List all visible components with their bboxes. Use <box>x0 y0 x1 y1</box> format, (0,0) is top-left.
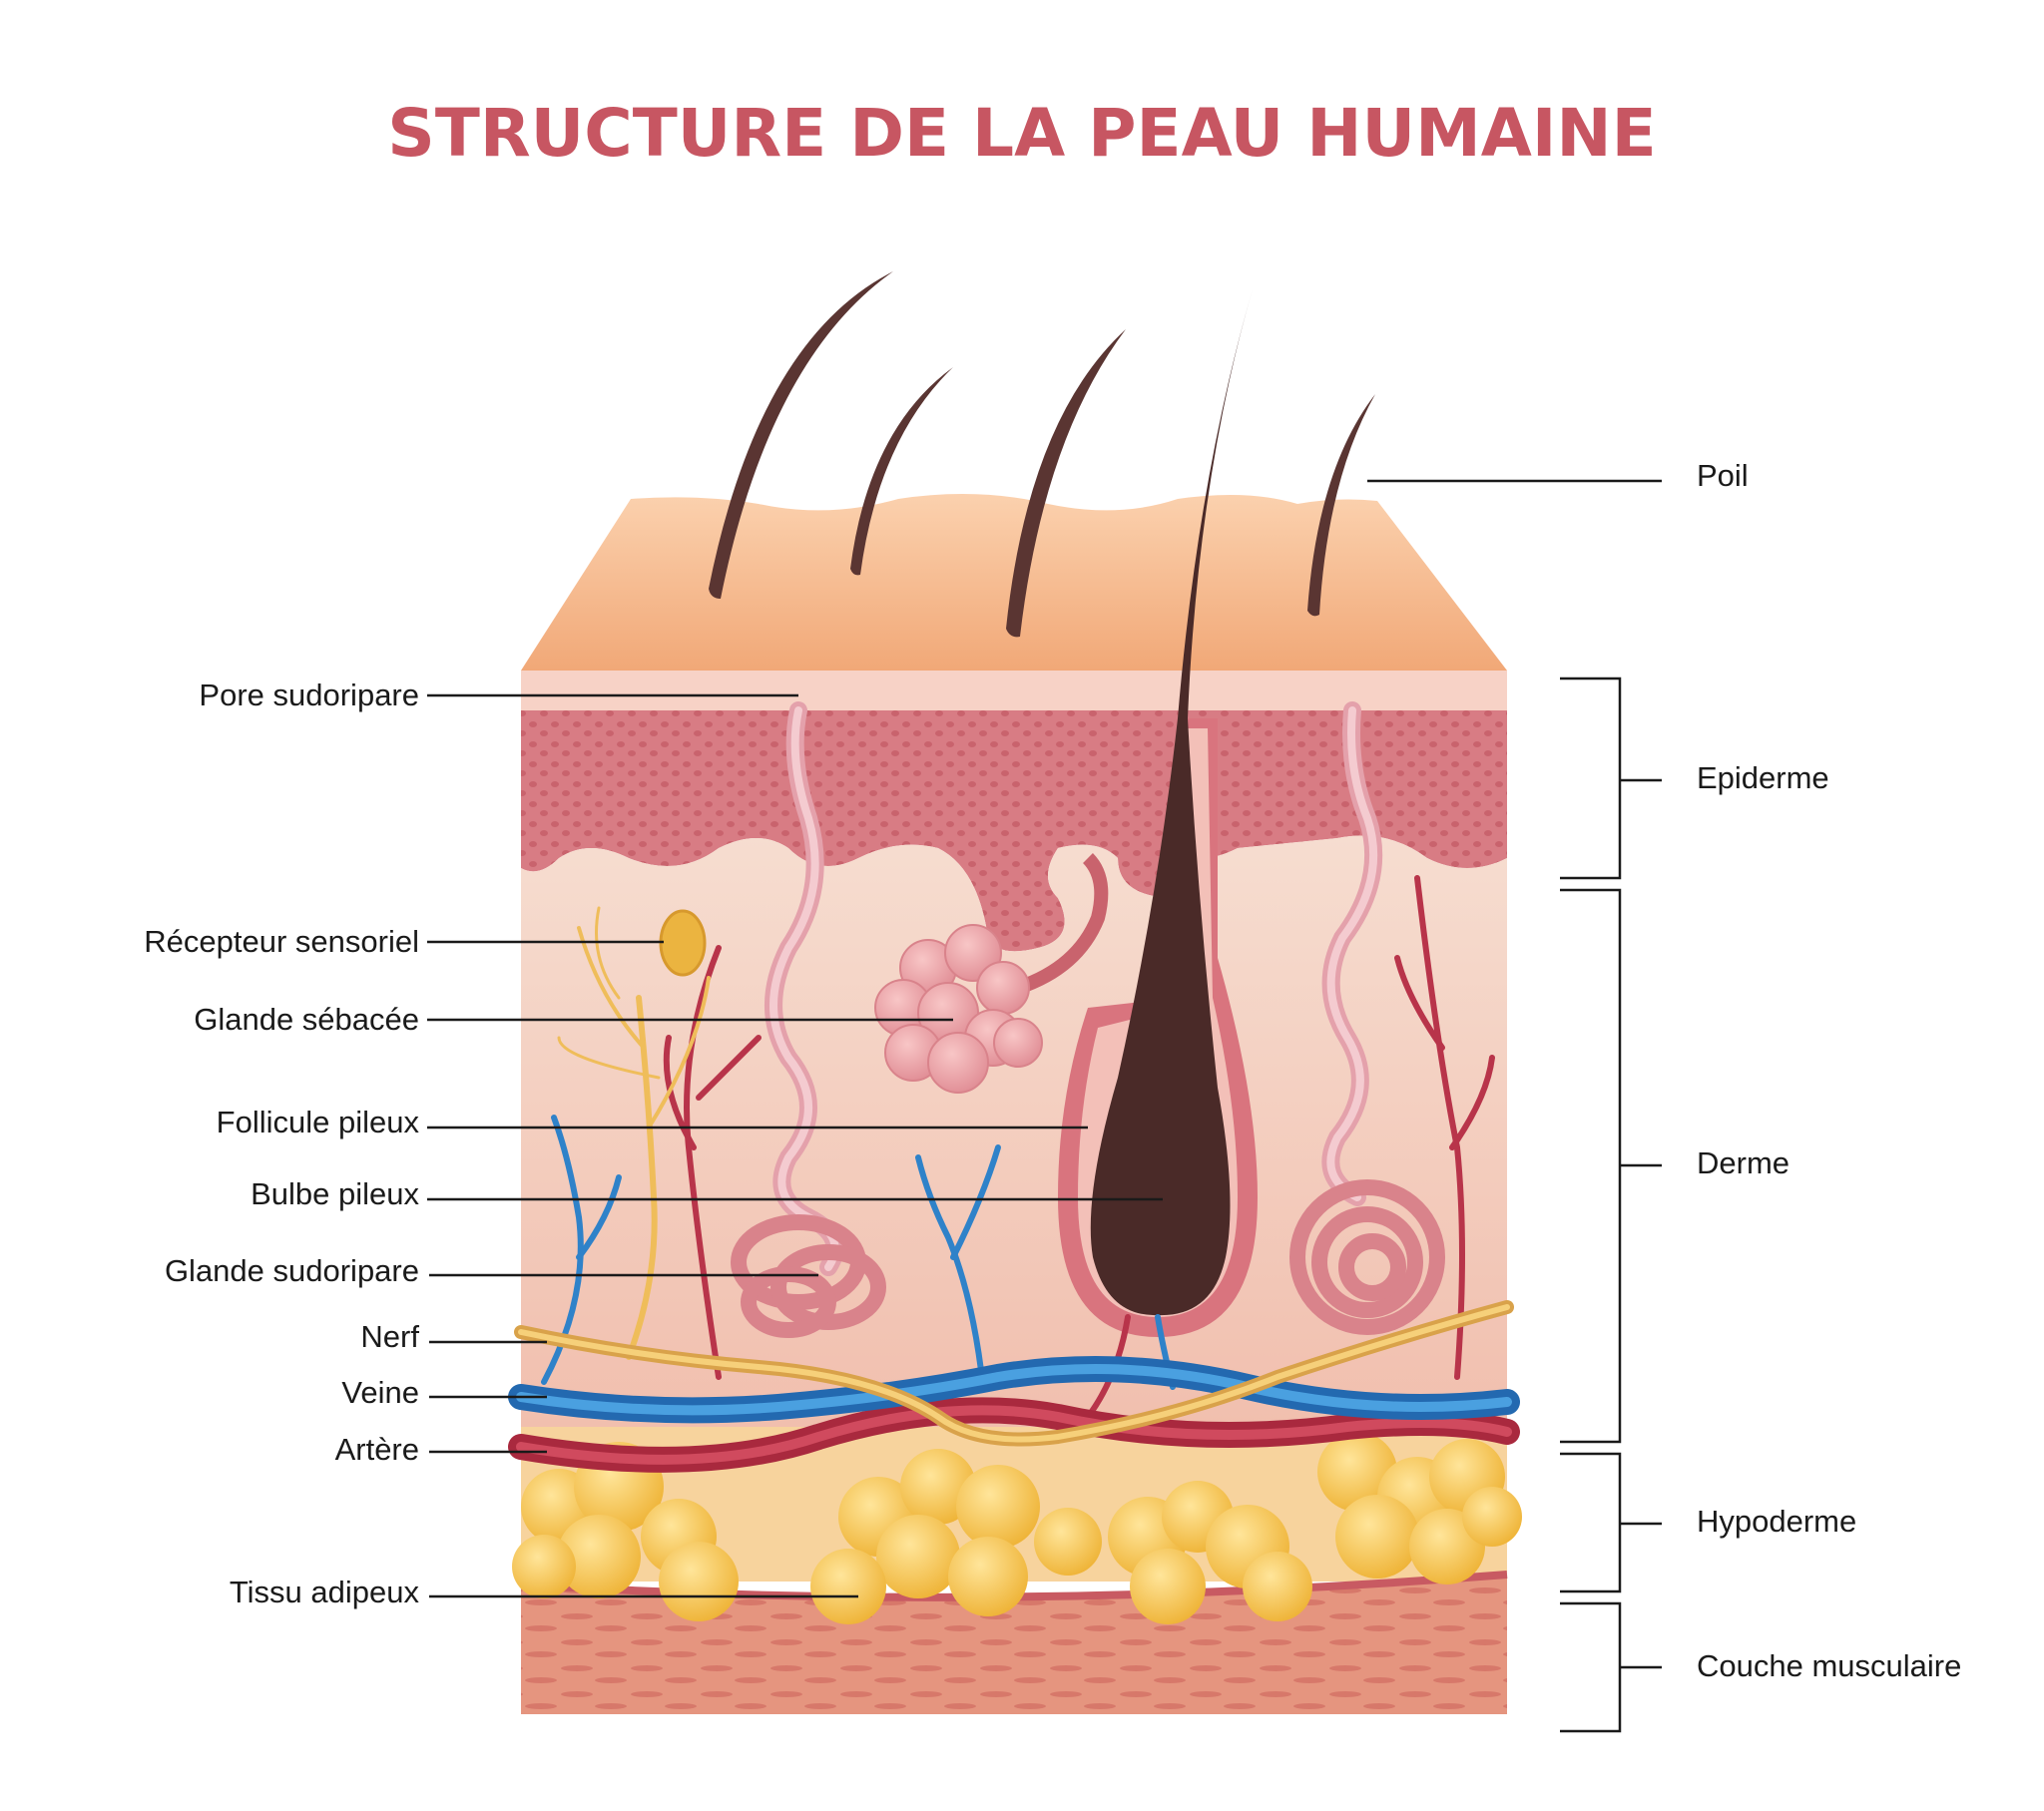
label-recepteur-sensoriel: Récepteur sensoriel <box>144 924 419 959</box>
sweat-glands <box>731 701 1445 1338</box>
label-derme: Derme <box>1697 1145 1790 1180</box>
leader-lines <box>427 479 1662 1733</box>
label-hypoderme: Hypoderme <box>1697 1504 1857 1539</box>
label-pore-sudoripare: Pore sudoripare <box>199 678 419 712</box>
label-tissu-adipeux: Tissu adipeux <box>229 1575 419 1609</box>
epidermis-layer <box>521 671 1507 952</box>
label-glande-sebacee: Glande sébacée <box>194 1002 419 1037</box>
label-couche-musculaire: Couche musculaire <box>1697 1648 1962 1683</box>
label-veine: Veine <box>341 1375 419 1410</box>
main-vessels <box>508 1300 1520 1473</box>
label-epiderme: Epiderme <box>1697 760 1829 795</box>
nerve-branches <box>557 906 711 1360</box>
diagram-title: STRUCTURE DE LA PEAU HUMAINE <box>387 95 1657 172</box>
label-follicule-pileux: Follicule pileux <box>216 1105 419 1139</box>
label-poil: Poil <box>1697 458 1749 493</box>
adipose-cells <box>512 1432 1522 1624</box>
label-nerf: Nerf <box>360 1319 419 1354</box>
sebaceous-gland <box>874 853 1109 1094</box>
label-bulbe-pileux: Bulbe pileux <box>251 1176 419 1211</box>
hair-shaft <box>1090 289 1253 1316</box>
surface-hairs <box>709 271 1375 638</box>
sensory-receptor-icon <box>659 909 707 977</box>
label-artere: Artère <box>334 1432 419 1467</box>
label-glande-sudoripare: Glande sudoripare <box>164 1253 419 1288</box>
